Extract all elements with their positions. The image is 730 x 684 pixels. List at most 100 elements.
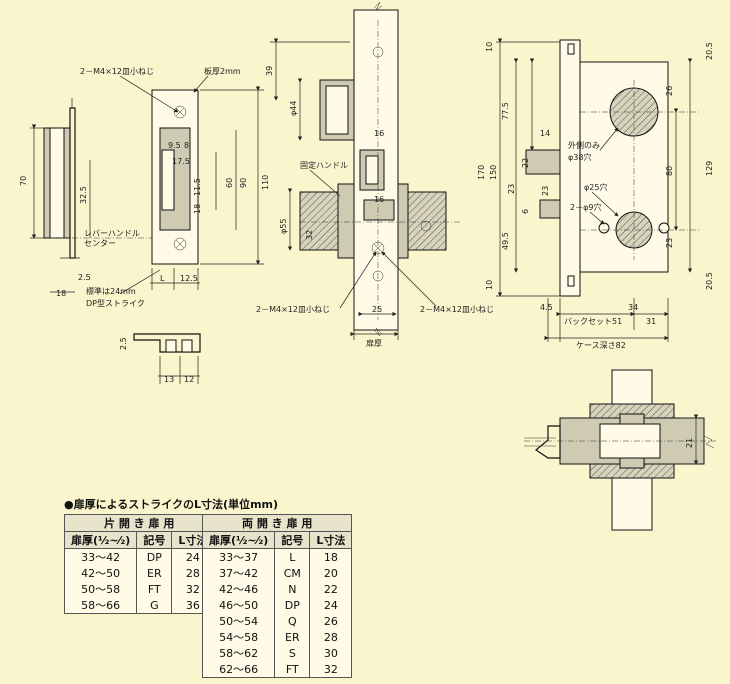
dim-150: 150 [489, 165, 498, 180]
cell: CM [274, 565, 311, 581]
cell: 62～66 [201, 661, 276, 678]
dim-170: 170 [477, 165, 486, 180]
cell: 24 [309, 597, 353, 613]
dim-60: 60 [225, 178, 234, 188]
label-screw-left: 2－M4×12皿小ねじ [80, 67, 154, 76]
dim-23-left: 23 [507, 184, 516, 194]
label-standard-24: 標準は24mm [86, 286, 136, 296]
label-lever-center-2: センター [84, 239, 116, 248]
label-door-thickness: 扉厚 [366, 338, 382, 348]
cell: 58～66 [63, 597, 138, 614]
cell: 42～50 [63, 565, 138, 581]
dim-32-5: 32.5 [79, 186, 88, 204]
dim-26: 26 [665, 86, 674, 96]
dim-8: 8 [184, 141, 189, 150]
dim-39: 39 [265, 66, 274, 76]
cell: 28 [309, 629, 353, 645]
label-dp-strike: DP型ストライク [86, 299, 145, 308]
lock-side-view [270, 1, 460, 340]
dim-23-mid: 23 [541, 186, 550, 196]
dim-70: 70 [19, 176, 28, 186]
label-case-depth: ケース深さ82 [576, 341, 626, 350]
cell: 37～42 [201, 565, 276, 581]
dim-110: 110 [261, 175, 270, 190]
label-fixed-handle: 固定ハンドル [300, 160, 348, 170]
dim-10-bottom: 10 [485, 280, 494, 290]
cell: 20 [309, 565, 353, 581]
label-hole-38: φ38穴 [568, 152, 591, 162]
cell: ER [136, 565, 173, 581]
dim-17-5: 17.5 [172, 157, 190, 166]
dim-11-5: 11.5 [193, 178, 202, 196]
col-door-thickness: 扉厚(½~⁄₂) [63, 531, 138, 549]
cell: G [136, 597, 173, 614]
cell: 22 [309, 581, 353, 597]
cell: 32 [309, 661, 353, 678]
dim-2-5-left: 2.5 [78, 273, 91, 282]
lock-installed-section [524, 369, 716, 531]
dim-16-top: 16 [374, 129, 384, 138]
dim-129: 129 [705, 161, 714, 176]
cell: 30 [309, 645, 353, 661]
dim-32: 32 [305, 230, 314, 240]
dim-16-mid: 16 [374, 195, 384, 204]
label-screw-mid-right: 2－M4×12皿小ねじ [420, 305, 494, 314]
cell: 33～42 [63, 548, 138, 565]
cell: S [274, 645, 311, 661]
cell: 50～54 [201, 613, 276, 629]
strike-l-dimension-title: ●扉厚によるストライクのL寸法(単位mm) [64, 498, 279, 511]
dim-21: 21 [685, 438, 694, 448]
dim-25: 25 [372, 305, 382, 314]
col-door-thickness: 扉厚(½~⁄₂) [201, 531, 276, 549]
dim-49-5: 49.5 [501, 232, 510, 250]
dim-80: 80 [665, 166, 674, 176]
label-backset: バックセット51 [564, 317, 622, 326]
dim-20-5-bottom: 20.5 [705, 272, 714, 290]
dim-phi44: φ44 [289, 101, 298, 116]
cell: 58～62 [201, 645, 276, 661]
dim-6: 6 [521, 209, 530, 214]
col-code: 記号 [274, 531, 311, 549]
cell: ER [274, 629, 311, 645]
cell: N [274, 581, 311, 597]
dim-20-5-top: 20.5 [705, 42, 714, 60]
label-hole-9: 2－φ9穴 [570, 202, 601, 212]
label-lever-center-1: レバーハンドル [84, 229, 140, 238]
dim-2-5-bottom: 2.5 [119, 337, 128, 350]
dim-10-top: 10 [485, 42, 494, 52]
dim-18: 18 [56, 289, 66, 298]
dim-13: 13 [164, 375, 174, 384]
dim-12-5: 12.5 [180, 274, 198, 283]
label-outside-only: 外側のみ [568, 140, 600, 150]
cell: L [274, 548, 311, 565]
double-door-title: 両 開 き 扉 用 [201, 514, 353, 532]
col-code: 記号 [136, 531, 173, 549]
cell: 46～50 [201, 597, 276, 613]
dim-77-5: 77.5 [501, 102, 510, 120]
lock-case-front-view [496, 38, 700, 342]
cell: 54～58 [201, 629, 276, 645]
cell: FT [136, 581, 173, 597]
label-plate-thickness: 板厚2mm [204, 66, 241, 76]
cell: 50～58 [63, 581, 138, 597]
dim-31: 31 [646, 317, 656, 326]
dim-90: 90 [239, 178, 248, 188]
cell: DP [274, 597, 311, 613]
dim-22: 22 [521, 158, 530, 168]
dim-23-right: 23 [665, 238, 674, 248]
cell: 33～37 [201, 548, 276, 565]
strike-front-view [119, 75, 264, 295]
cell: 18 [309, 548, 353, 565]
dim-4-5: 4.5 [540, 303, 553, 312]
cell: 26 [309, 613, 353, 629]
single-door-title: 片 開 き 扉 用 [63, 514, 215, 532]
